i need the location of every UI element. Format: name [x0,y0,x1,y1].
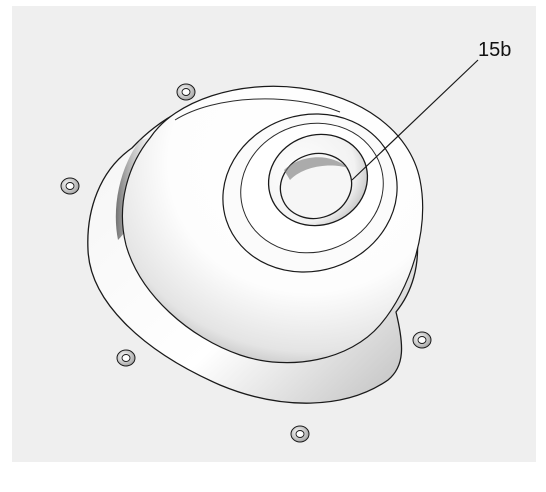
screw-hole-icon [60,177,80,195]
callout-leader-line [351,59,479,181]
screw-hole-icon [412,331,432,349]
screw-hole-icon [116,349,136,367]
opening-bore-shadow [284,157,348,180]
screw-hole-icon [176,83,196,101]
callout-label: 15b [478,39,511,61]
dome-rim [174,98,341,121]
screw-hole-icon [290,425,310,443]
